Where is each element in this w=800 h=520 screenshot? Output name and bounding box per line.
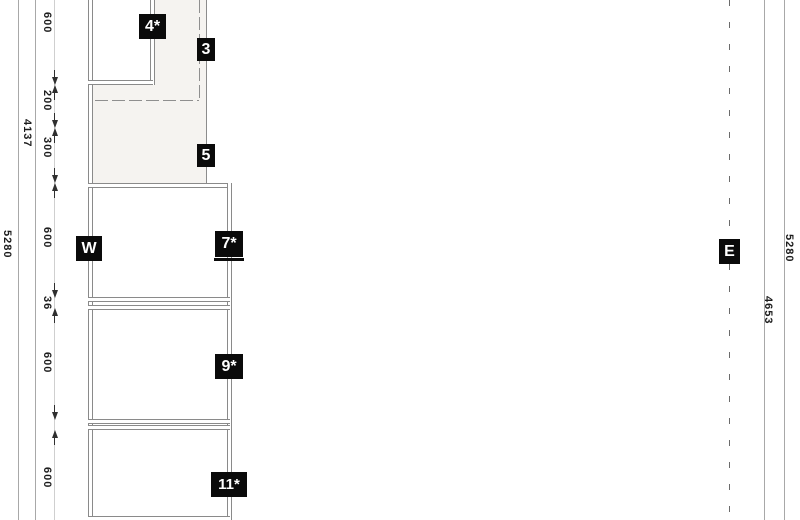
wall-separator2-lower (88, 425, 230, 430)
dim-text-segment-600-1: 600 (41, 12, 53, 34)
dim-stem (54, 438, 55, 445)
position-tag-4: 4* (139, 14, 166, 39)
dim-text-segment-600-4: 600 (41, 467, 53, 489)
dim-text-left-total-4137: 4137 (21, 119, 33, 148)
dim-stem (54, 191, 55, 198)
wall-separator1-lower (88, 305, 230, 310)
dim-arrow-down (52, 175, 58, 183)
dimension-line-left (54, 0, 55, 520)
dim-text-segment-300: 300 (41, 137, 53, 159)
dim-text-segment-600-3: 600 (41, 352, 53, 374)
dim-text-segment-600-2: 600 (41, 227, 53, 249)
wall-separator2-upper (88, 419, 230, 424)
dim-text-segment-200: 200 (41, 90, 53, 112)
extension-line-left-inner (35, 0, 36, 520)
dim-text-segment-36: 36 (41, 296, 53, 311)
wall-bottom (88, 516, 230, 520)
dim-stem (54, 405, 55, 412)
wall-room4-bottom (88, 80, 153, 85)
dim-stem (54, 168, 55, 175)
dim-arrow-down (52, 412, 58, 420)
dim-stem (54, 70, 55, 77)
wall-room4-right (150, 0, 155, 85)
dim-text-left-total-5280: 5280 (1, 230, 13, 259)
dim-text-right-4653: 4653 (762, 296, 774, 325)
extension-line-right-outer (784, 0, 785, 520)
axis-marker-e: E (719, 239, 740, 264)
dim-arrow-up (52, 85, 58, 93)
dim-arrow-up (52, 308, 58, 316)
extension-line-left-outer (18, 0, 19, 520)
dim-stem (54, 283, 55, 290)
dim-arrow-down (52, 290, 58, 298)
dim-arrow-up (52, 430, 58, 438)
edge-line-at-tag-5 (206, 0, 207, 186)
position-tag-9: 9* (215, 354, 243, 379)
wall-separator1-upper (88, 297, 230, 302)
overhang-dashed-line-horizontal (95, 100, 199, 101)
dim-arrow-down (52, 120, 58, 128)
dim-text-right-5280: 5280 (783, 234, 795, 263)
position-tag-3: 3 (197, 38, 215, 61)
wall-divider-top (88, 183, 231, 188)
dim-stem (54, 316, 55, 323)
wall-east-side (227, 183, 232, 520)
dim-arrow-up (52, 183, 58, 191)
dim-stem (54, 113, 55, 120)
position-tag-7-underline (214, 258, 244, 261)
shaded-zone-lower (93, 84, 155, 184)
dim-stem (54, 136, 55, 143)
axis-marker-w: W (76, 236, 102, 261)
extension-line-right-inner (764, 0, 765, 520)
position-tag-5: 5 (197, 144, 215, 167)
dim-stem (54, 93, 55, 100)
position-tag-11: 11* (211, 472, 247, 497)
position-tag-7: 7* (215, 231, 243, 257)
dim-arrow-down (52, 77, 58, 85)
dim-arrow-up (52, 128, 58, 136)
